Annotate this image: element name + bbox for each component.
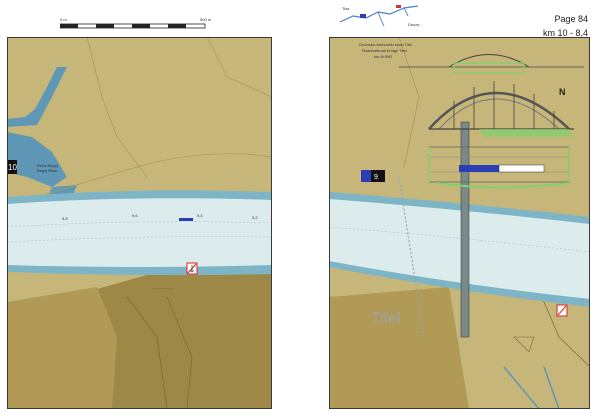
scale-bar: 0 m 500 m (59, 14, 280, 38)
bridge-title-3: km 8+590 (374, 54, 392, 59)
obstacle-label: .................... (152, 285, 174, 290)
overview-inset-map: Tisa Dunav (338, 2, 428, 28)
svg-text:9: 9 (374, 174, 378, 181)
north-arrow-label: N (559, 87, 566, 97)
town-label: Titel (371, 310, 401, 327)
bridge-pier-column (460, 121, 470, 338)
bridge-elevation-small (399, 54, 584, 74)
page-number: Page 84 (554, 14, 588, 24)
river-label-2: Begej River (37, 168, 58, 173)
bridge-title-2: Road/railroad bridge Titel (362, 48, 407, 53)
svg-text:Tisa: Tisa (342, 6, 350, 11)
river-water-left (7, 198, 272, 267)
river-km-mark-4: 9,2 (252, 215, 258, 220)
bridge-plan-view (428, 146, 570, 189)
river-water-right (329, 199, 590, 299)
left-map-panel[interactable]: 9,8 9,6 9,4 9,2 Reka Begej Begej River 1… (7, 37, 272, 409)
km-range-label: km 10 - 8,4 (542, 28, 588, 38)
navigation-span-marker (459, 165, 499, 172)
river-km-mark-2: 9,6 (132, 213, 138, 218)
bridge-title-1: Drumsko-železnički most Titel (359, 42, 412, 47)
km-badge-right: 9 (361, 170, 385, 182)
river-label-1: Reka Begej (37, 163, 58, 168)
begej-tributary (7, 67, 67, 127)
svg-text:Dunav: Dunav (408, 22, 420, 27)
scale-end-label: 500 m (200, 17, 212, 22)
right-map-panel[interactable]: Drumsko-železnički most Titel Road/railr… (329, 37, 590, 409)
river-km-mark-3: 9,4 (197, 213, 203, 218)
bridge-arch-large (428, 81, 574, 137)
scale-start-label: 0 m (60, 17, 67, 22)
no-anchoring-sign-icon (186, 262, 198, 275)
river-km-mark-1: 9,8 (62, 216, 68, 221)
no-anchoring-sign-icon (556, 304, 568, 317)
navigation-marker-icon (179, 218, 193, 221)
km-badge-left: 10 (8, 163, 17, 172)
